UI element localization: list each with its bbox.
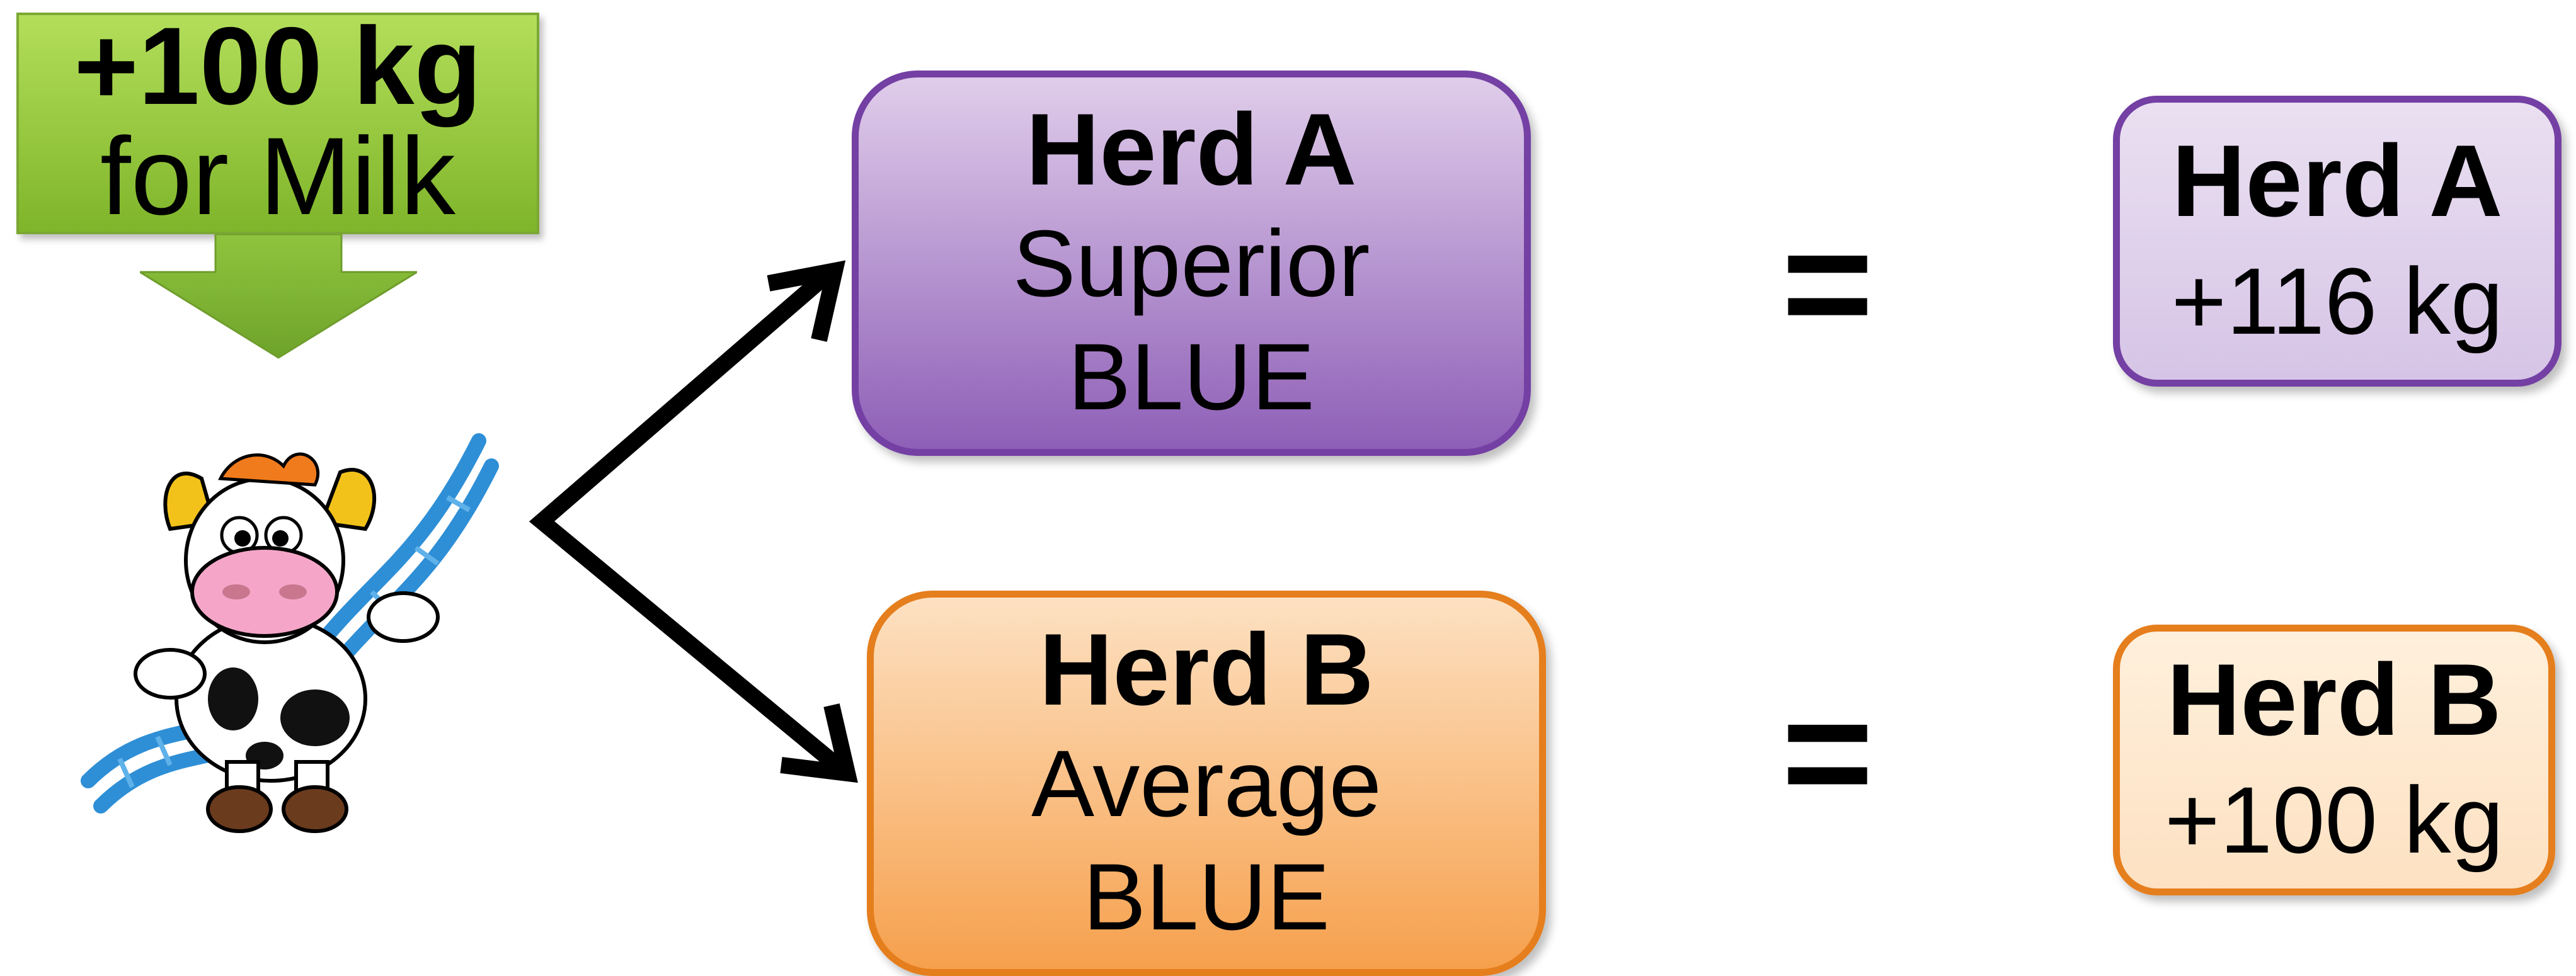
herd-a-title: Herd A [1026, 93, 1357, 207]
herd-b-result-box: Herd B +100 kg [2113, 625, 2555, 895]
cow-with-dna-icon [81, 433, 499, 833]
herd-b-metric: BLUE [1083, 844, 1330, 950]
branch-arrows [529, 260, 858, 783]
herd-a-metric: BLUE [1068, 324, 1315, 429]
herd-b-box: Herd B Average BLUE [867, 591, 1546, 976]
herd-b-result-value: +100 kg [2165, 767, 2504, 873]
genetic-gain-callout: +100 kg for Milk [16, 5, 539, 238]
herd-b-title: Herd B [1039, 613, 1374, 727]
equals-sign-b: = [1782, 664, 1874, 840]
herd-a-box: Herd A Superior BLUE [852, 71, 1531, 456]
arrow-down-icon [140, 234, 417, 359]
herd-b-result-title: Herd B [2167, 643, 2502, 757]
herd-a-result-box: Herd A +116 kg [2113, 96, 2562, 387]
callout-value: +100 kg [74, 5, 482, 128]
herd-a-rank: Superior [1012, 210, 1370, 316]
callout-trait: for Milk [100, 115, 455, 238]
herd-a-result-title: Herd A [2172, 124, 2503, 238]
herd-a-result-value: +116 kg [2171, 248, 2504, 354]
equals-sign-a: = [1782, 195, 1874, 371]
herd-b-rank: Average [1031, 730, 1382, 836]
